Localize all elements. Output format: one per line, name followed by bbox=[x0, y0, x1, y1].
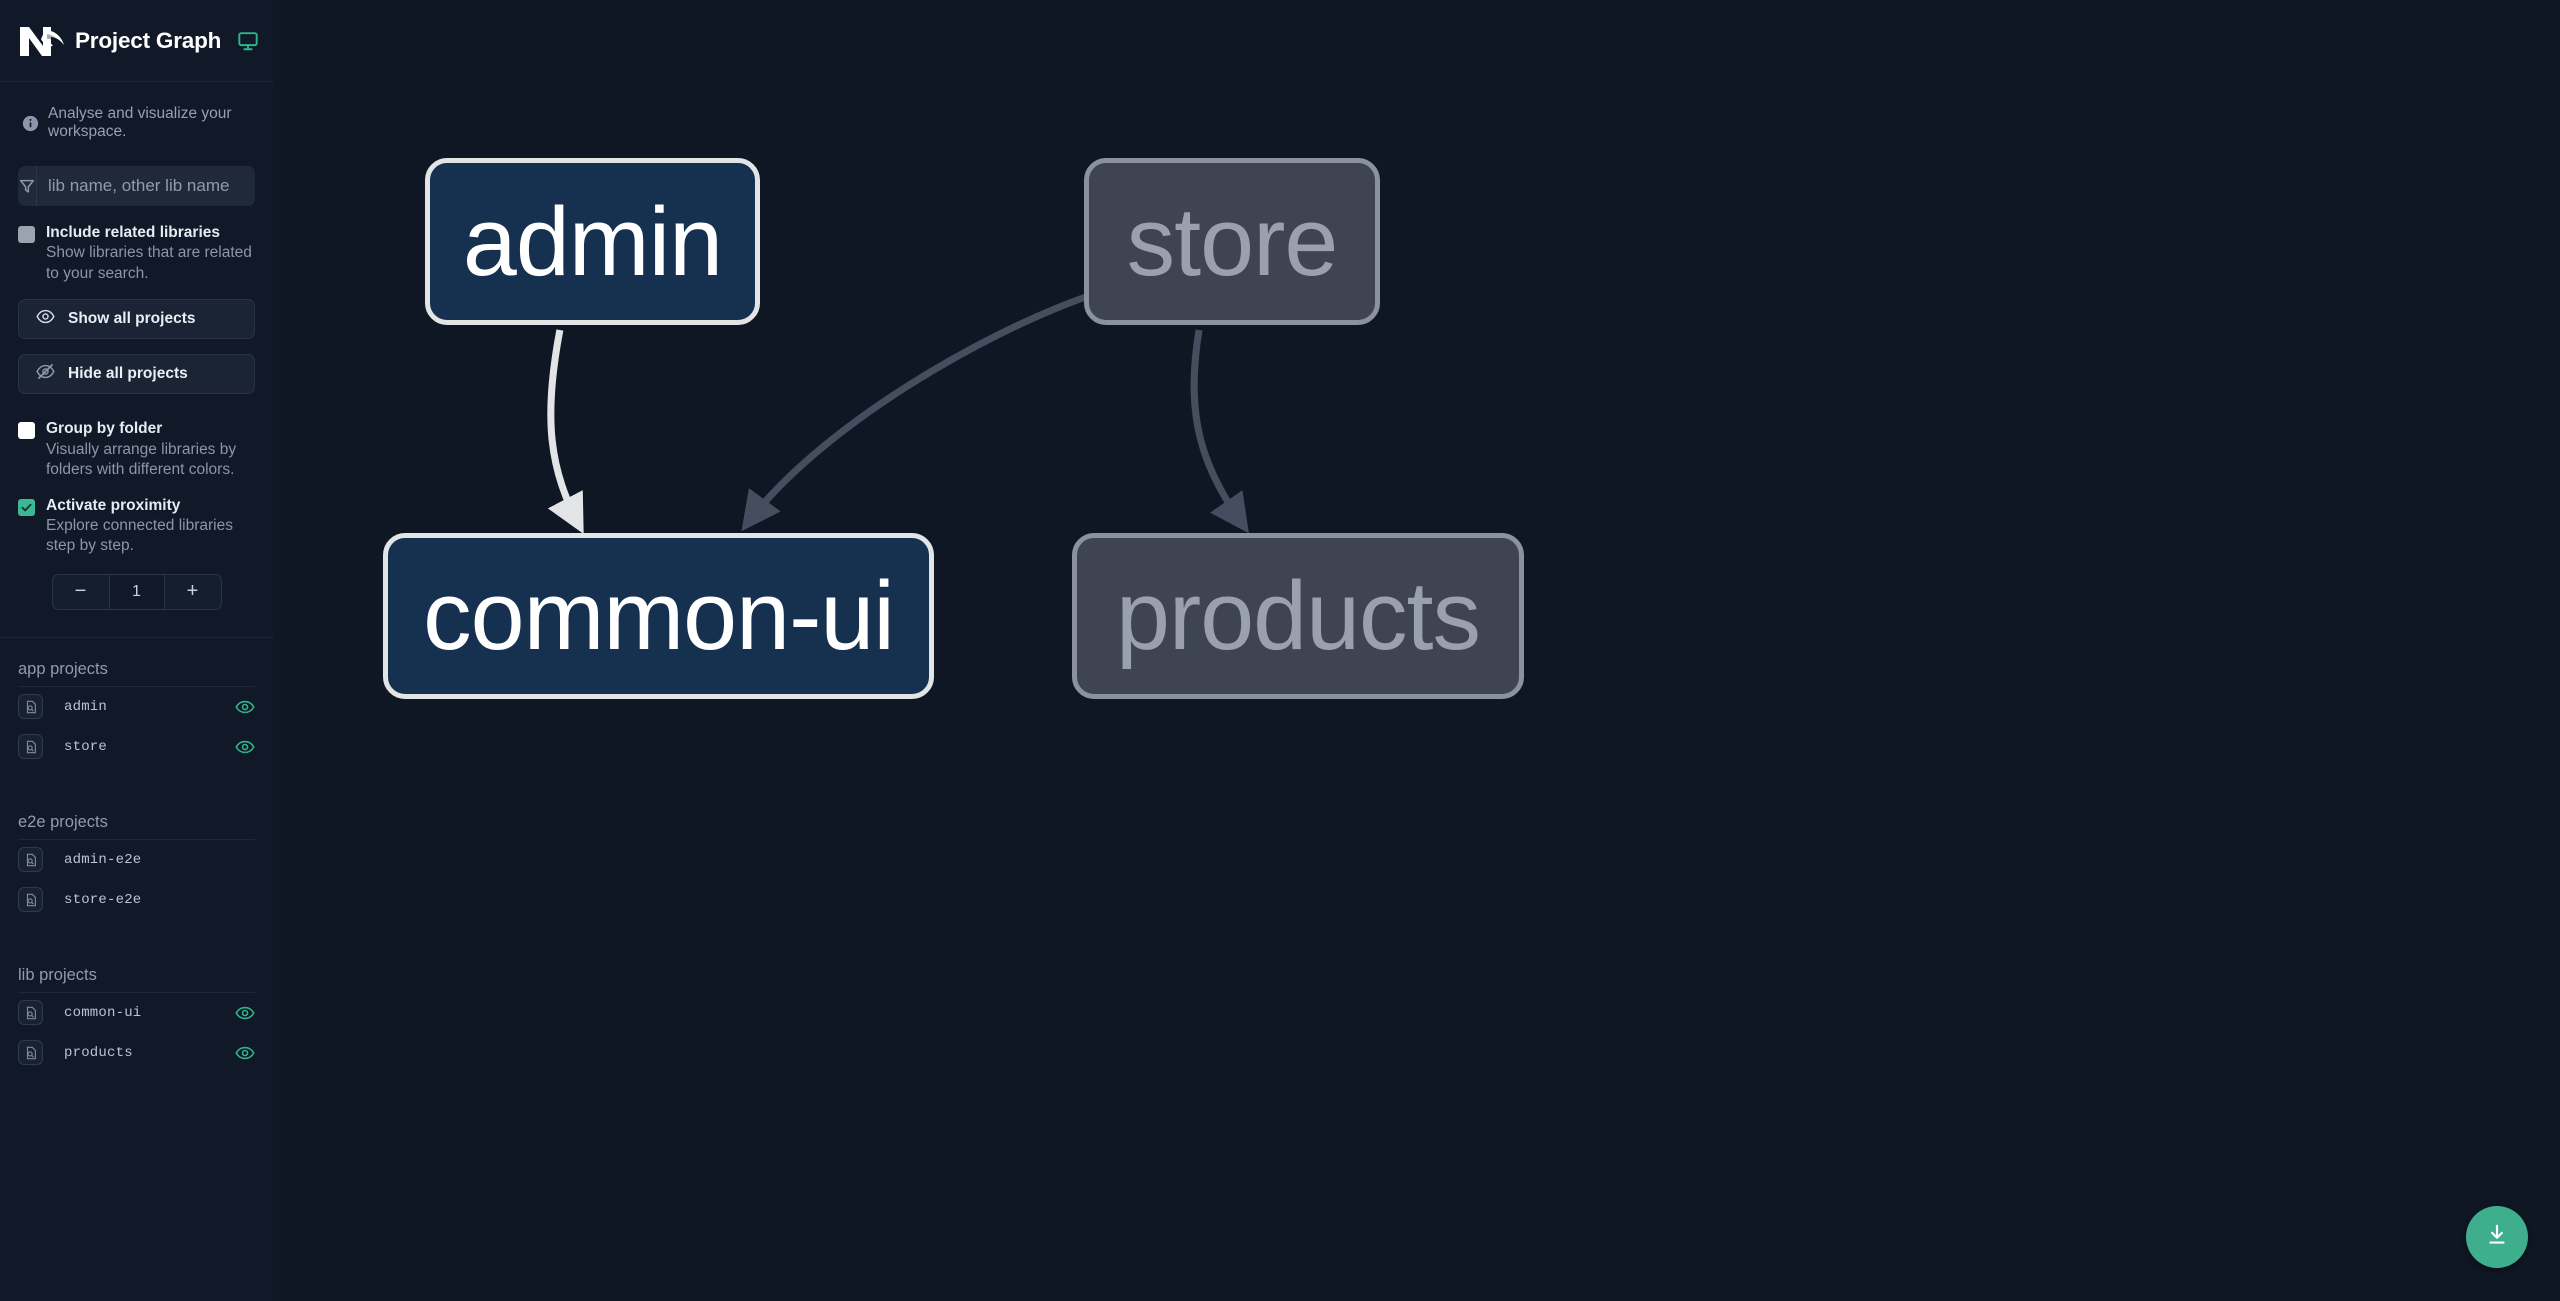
eye-off-icon bbox=[36, 362, 55, 386]
sidebar: Project Graph bbox=[0, 0, 273, 1301]
option-label: Include related libraries bbox=[46, 224, 221, 241]
spacer bbox=[0, 920, 273, 944]
project-row-admin[interactable]: admin bbox=[18, 687, 255, 727]
edge-admin-to-common-ui bbox=[547, 329, 584, 534]
project-row-store-e2e[interactable]: store-e2e bbox=[18, 880, 255, 920]
edge-store-to-products bbox=[1190, 329, 1249, 534]
project-row-store[interactable]: store bbox=[18, 727, 255, 767]
project-name: admin-e2e bbox=[64, 851, 142, 868]
eye-icon bbox=[36, 307, 55, 331]
sidebar-scroll-area: Project Graph bbox=[0, 0, 273, 1301]
graph-node-common-ui[interactable]: common-ui bbox=[383, 533, 934, 699]
option-label: Group by folder bbox=[46, 420, 163, 438]
page-title: Project Graph bbox=[75, 27, 222, 53]
graph-canvas[interactable]: admin store common-ui products bbox=[273, 0, 2560, 1301]
section-title-lib-projects: lib projects bbox=[18, 965, 97, 984]
option-activate-proximity[interactable]: Activate proximity Explore connected lib… bbox=[0, 481, 273, 557]
sidebar-header: Project Graph bbox=[0, 0, 273, 82]
project-file-icon bbox=[18, 1040, 43, 1066]
spacer bbox=[0, 767, 273, 791]
download-icon bbox=[2484, 1222, 2510, 1253]
project-visibility-eye-icon[interactable] bbox=[235, 1003, 255, 1023]
search-field-wrapper[interactable] bbox=[18, 166, 255, 206]
graph-node-admin[interactable]: admin bbox=[425, 158, 760, 325]
graph-node-label: admin bbox=[462, 186, 723, 296]
proximity-value: 1 bbox=[108, 574, 165, 609]
show-all-projects-label: Show all projects bbox=[68, 310, 196, 328]
monitor-icon[interactable] bbox=[237, 30, 259, 52]
project-file-icon bbox=[18, 1000, 43, 1026]
option-group-by-folder[interactable]: Group by folder Visually arrange librari… bbox=[0, 394, 273, 480]
project-row-admin-e2e[interactable]: admin-e2e bbox=[18, 840, 255, 880]
project-name: store-e2e bbox=[64, 891, 142, 908]
project-name: common-ui bbox=[64, 1004, 142, 1021]
project-name: products bbox=[64, 1044, 133, 1061]
info-icon bbox=[22, 115, 39, 132]
hide-all-projects-label: Hide all projects bbox=[68, 365, 188, 383]
section-title-e2e-projects: e2e projects bbox=[18, 812, 108, 831]
show-all-projects-button[interactable]: Show all projects bbox=[18, 299, 255, 340]
checkbox-include-related-libraries[interactable] bbox=[18, 226, 35, 243]
project-visibility-eye-icon[interactable] bbox=[235, 1043, 255, 1063]
graph-node-label: common-ui bbox=[423, 561, 895, 670]
sidebar-divider bbox=[0, 636, 273, 638]
section-rule bbox=[18, 685, 255, 687]
project-visibility-eye-icon[interactable] bbox=[235, 737, 255, 757]
project-file-icon bbox=[18, 734, 43, 760]
project-name: admin bbox=[64, 698, 108, 715]
section-rule bbox=[18, 838, 255, 840]
project-file-icon bbox=[18, 694, 43, 720]
graph-node-label: store bbox=[1126, 186, 1339, 296]
nx-logo-icon bbox=[17, 21, 69, 61]
project-name: store bbox=[64, 738, 108, 755]
option-description: Show libraries that are related to your … bbox=[46, 244, 252, 282]
option-description: Explore connected libraries step by step… bbox=[46, 516, 233, 555]
proximity-stepper: − 1 + bbox=[0, 573, 273, 610]
option-description: Visually arrange libraries by folders wi… bbox=[46, 440, 237, 479]
section-title-app-projects: app projects bbox=[18, 659, 108, 678]
project-row-products[interactable]: products bbox=[18, 1033, 255, 1073]
project-file-icon bbox=[18, 887, 43, 913]
sidebar-tagline: Analyse and visualize your workspace. bbox=[0, 82, 273, 141]
checkbox-group-by-folder[interactable] bbox=[18, 422, 35, 440]
download-graph-button[interactable] bbox=[2466, 1206, 2528, 1268]
project-file-icon bbox=[18, 847, 43, 873]
hide-all-projects-button[interactable]: Hide all projects bbox=[18, 354, 255, 395]
sidebar-tagline-text: Analyse and visualize your workspace. bbox=[48, 105, 232, 140]
project-row-common-ui[interactable]: common-ui bbox=[18, 993, 255, 1033]
checkbox-activate-proximity[interactable] bbox=[18, 498, 35, 516]
project-visibility-eye-icon[interactable] bbox=[235, 697, 255, 717]
proximity-increment-button[interactable]: + bbox=[164, 574, 221, 609]
option-include-related-libraries[interactable]: Include related libraries Show libraries… bbox=[0, 206, 273, 284]
graph-node-products[interactable]: products bbox=[1072, 533, 1524, 699]
option-label: Activate proximity bbox=[46, 496, 181, 514]
graph-node-label: products bbox=[1115, 561, 1481, 670]
search-input[interactable] bbox=[37, 166, 255, 206]
section-rule bbox=[18, 991, 255, 993]
graph-node-store[interactable]: store bbox=[1084, 158, 1380, 325]
filter-funnel-icon bbox=[18, 166, 37, 206]
graph-edges-layer bbox=[547, 292, 1249, 534]
proximity-decrement-button[interactable]: − bbox=[52, 574, 109, 609]
edge-store-to-common-ui bbox=[741, 292, 1090, 532]
